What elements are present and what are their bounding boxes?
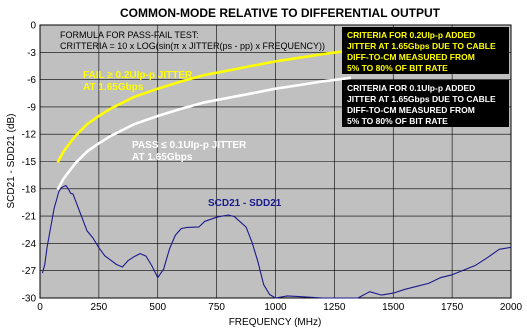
y-tick-label: -6: [27, 75, 36, 86]
fail-note-line-1: CRITERIA FOR 0.2UIp-p ADDED: [347, 30, 475, 40]
fail-limit-line: [56, 49, 352, 164]
x-tick-label: 1250: [323, 302, 346, 313]
pass-label-line-1: PASS ≤ 0.1UIp-p JITTER: [132, 140, 247, 151]
pass-note-line-1: CRITERIA FOR 0.1UIp-p ADDED: [347, 83, 475, 93]
x-tick-label: 750: [208, 302, 225, 313]
pass-criteria-note: CRITERIA FOR 0.1UIp-p ADDED JITTER AT 1.…: [342, 80, 509, 127]
y-tick-label: -12: [22, 130, 37, 141]
x-axis-label: FREQUENCY (MHz): [229, 317, 322, 328]
pass-note-line-3: DIFF-TO-CM MEASURED FROM: [347, 105, 475, 115]
y-tick-label: -9: [27, 102, 36, 113]
measured-series-line: [41, 184, 512, 299]
fail-note-box: [342, 27, 509, 74]
fail-note-line-3: DIFF-TO-CM MEASURED FROM: [347, 52, 475, 62]
y-axis-label: SCD21 - SDD21 (dB): [6, 113, 17, 208]
formula-title: FORMULA FOR PASS-FAIL TEST:: [60, 30, 199, 40]
x-tick-label: 1750: [441, 302, 464, 313]
formula-text: CRITTERIA = 10 x LOG(sin(π x JITTER(ps -…: [60, 41, 325, 51]
measured-series-label: SCD21 - SDD21: [208, 198, 282, 209]
fail-label-line-1: FAIL ≥ 0.2UIp-p JITTER: [83, 70, 193, 81]
pass-limit-line: [56, 76, 352, 191]
x-tick-label: 250: [91, 302, 108, 313]
fail-criteria-note: CRITERIA FOR 0.2UIp-p ADDED JITTER AT 1.…: [342, 27, 509, 74]
x-tick-label: 2000: [500, 302, 523, 313]
fail-note-line-2: JITTER AT 1.65Gbps DUE TO CABLE: [347, 41, 496, 51]
x-tick-label: 0: [37, 302, 43, 313]
x-tick-labels: 0 250 500 750 1000 1250 1500 1750 2000: [37, 302, 522, 313]
pass-label-line-2: AT 1.65Gbps: [132, 152, 193, 163]
pass-note-box: [342, 80, 509, 127]
pass-note-line-2: JITTER AT 1.65Gbps DUE TO CABLE: [347, 94, 496, 104]
y-tick-labels: 0 -3 -6 -9 -12 -15 -18 -21 -24 -27 -30: [22, 21, 37, 305]
series-group: [41, 49, 512, 299]
y-tick-label: -18: [22, 184, 37, 195]
y-tick-label: -27: [22, 266, 37, 277]
pass-note-line-4: 5% TO 80% OF BIT RATE: [347, 116, 448, 126]
fail-note-line-4: 5% TO 80% OF BIT RATE: [347, 63, 448, 73]
fail-label-line-2: AT 1.65Gbps: [83, 82, 144, 93]
y-tick-label: -15: [22, 157, 37, 168]
x-tick-label: 1000: [264, 302, 287, 313]
x-tick-label: 500: [149, 302, 166, 313]
chart-title: COMMON-MODE RELATIVE TO DIFFERENTIAL OUT…: [120, 6, 441, 20]
y-tick-label: -30: [22, 294, 37, 305]
y-tick-label: -24: [22, 239, 37, 250]
y-tick-label: 0: [30, 21, 36, 32]
y-tick-label: -21: [22, 212, 37, 223]
y-tick-label: -3: [27, 48, 36, 59]
x-tick-label: 1500: [382, 302, 405, 313]
